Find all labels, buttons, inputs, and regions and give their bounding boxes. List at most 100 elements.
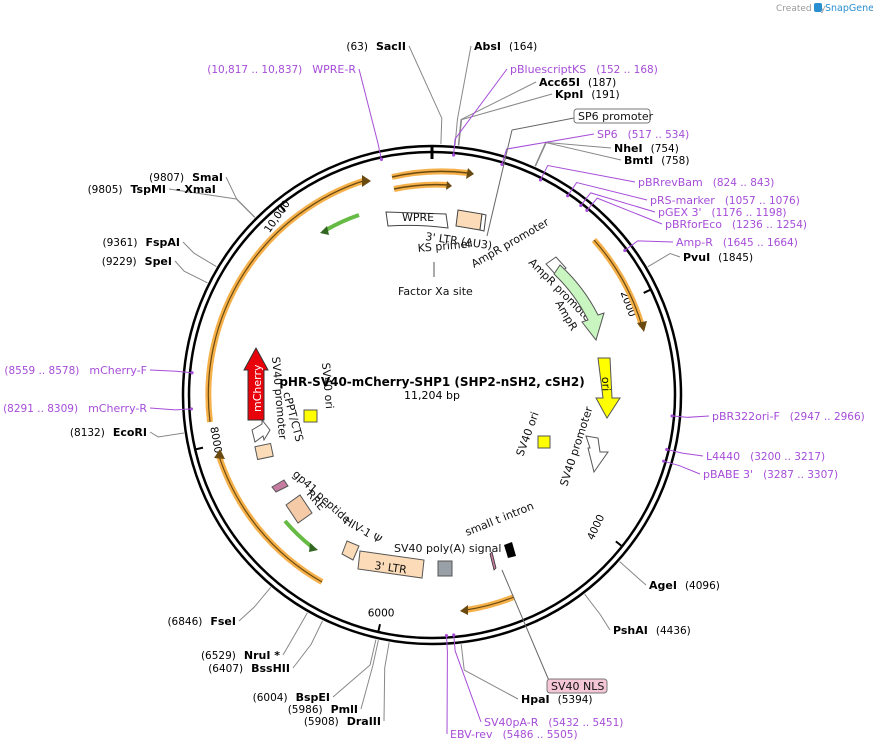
enzyme-site: PshAI(4436): [613, 624, 691, 637]
enzyme-site: TspMI(9805): [88, 183, 166, 196]
primer-site: L4440 (3200 .. 3217): [706, 450, 825, 463]
primer-leader-line: [672, 415, 710, 418]
primer-name: L4440: [706, 450, 740, 463]
enzyme-position: (9805): [88, 184, 123, 196]
enzyme-leader-line: [282, 612, 308, 656]
enzyme-site: BspEI (6004): [253, 691, 330, 704]
primer-site: SV40pA-R(5432 .. 5451): [484, 716, 623, 729]
enzyme-site: HpaI(5394): [521, 693, 593, 706]
enzyme-name: PshAI: [613, 624, 648, 637]
primer-range: (5486 .. 5505): [503, 729, 578, 741]
plasmid-name: pHR-SV40-mCherry-SHP1 (SHP2-nSH2, cSH2): [279, 375, 584, 389]
enzyme-position: (8132): [70, 427, 105, 439]
primer-leader-line: [149, 369, 193, 374]
brand-label: SnapGene: [825, 3, 873, 14]
primer-range: (2947 .. 2966): [790, 411, 865, 423]
sv40-ori-right-feature: [537, 435, 551, 449]
primer-name: pRS-marker: [650, 194, 715, 207]
enzyme-leader-line: [454, 45, 472, 146]
enzyme-site: NruI *(6529): [201, 649, 280, 662]
primer-range: (1236 .. 1254): [732, 219, 807, 231]
primer-site: EBV-rev (5486 .. 5505): [450, 728, 578, 741]
enzyme-site: Acc65I(187): [539, 76, 616, 89]
cppt-feature: [254, 442, 274, 461]
enzyme-leader-line: [584, 593, 611, 631]
primer-site-mark: [665, 447, 669, 452]
enzyme-position: (63): [346, 41, 368, 53]
ori-label: ori: [599, 377, 612, 392]
enzyme-name: KpnI: [555, 88, 583, 101]
small-t-intron-label: small t intron: [463, 499, 536, 538]
primer-name: Amp-R: [676, 236, 713, 249]
enzyme-name: PmlI: [331, 703, 358, 716]
enzyme-position: (6529): [201, 650, 236, 662]
primer-site-mark: [585, 208, 589, 212]
enzyme-leader-line: [383, 642, 390, 722]
sv40-ori-left-feature: [303, 409, 318, 423]
sv40-polya-feature: [437, 560, 453, 577]
enzyme-position: (6407): [208, 663, 243, 675]
enzyme-leader-line: [292, 620, 323, 669]
sv40-promoter-left-arrow: [251, 418, 271, 443]
primer-name: EBV-rev: [450, 728, 493, 741]
primer-site: pBR322ori-F(2947 .. 2966): [712, 410, 865, 423]
orf-arc-bottom-head: [460, 605, 468, 615]
tick-label: 6000: [368, 608, 395, 620]
enzyme-site: EcoRI(8132): [70, 426, 147, 439]
enzyme-leader-line: [460, 644, 519, 700]
polya-small-mark: [489, 551, 497, 571]
tick-mark: [615, 540, 624, 548]
enzyme-position: (6004): [253, 692, 288, 704]
green-arrow-top-head: [320, 226, 329, 235]
primer-site: WPRE-R(10,817 .. 10,837): [207, 63, 356, 76]
primer-leader-line: [663, 460, 701, 475]
sv40-ori-left-label: SV40 ori: [319, 362, 336, 409]
primer-name: pBRforEco: [665, 218, 722, 231]
tick-mark: [377, 623, 381, 634]
backbone-outer-ring: [181, 144, 683, 646]
primer-site-mark: [452, 633, 456, 637]
primer-site: SP6(517 .. 534): [597, 128, 689, 141]
enzyme-position: (5908): [304, 716, 339, 728]
enzyme-name: SmaI: [192, 171, 223, 184]
plasmid-length: 11,204 bp: [404, 389, 460, 402]
enzyme-name: SpeI: [145, 255, 172, 268]
primer-site-mark: [662, 459, 666, 463]
primer-range: (3200 .. 3217): [750, 451, 825, 463]
primer-leader-line: [540, 164, 636, 183]
primer-site: pBRforEco (1236 .. 1254): [665, 218, 807, 231]
orf-arc-left-lower-core: [218, 455, 323, 583]
ltr3-du3-tail: [479, 213, 487, 232]
enzyme-name: BspEI: [296, 691, 330, 704]
enzyme-site: SacII (63): [346, 40, 406, 53]
ks-primer-label: KS primer: [417, 237, 473, 255]
primer-site: pBRrevBam(824 .. 843): [638, 176, 774, 189]
primer-leader-line: [624, 240, 674, 251]
enzyme-site: - XmaI: [176, 183, 216, 196]
primer-site: pGEX 3'(1176 .. 1198): [658, 206, 787, 219]
primer-name: mCherry-R: [88, 402, 147, 415]
ltr3-label: 3' LTR: [374, 559, 408, 576]
enzyme-leader-line: [457, 81, 537, 146]
primer-leader-line: [445, 635, 448, 735]
enzyme-position: (6846): [167, 616, 202, 628]
primer-name: pBRrevBam: [638, 176, 703, 189]
green-arrow-bottom: [283, 519, 314, 549]
sp6-promoter-leader-2: [511, 117, 575, 131]
primer-name: pBluescriptKS: [510, 63, 586, 76]
orf-arc-left-upper-core: [207, 179, 367, 423]
rre-feature: [285, 494, 313, 524]
ltr3-feature: [357, 550, 425, 579]
sp6-promoter-leader: [486, 129, 513, 237]
primer-leader-line: [453, 68, 508, 156]
enzyme-name: SacII: [376, 40, 406, 53]
tick-label: 4000: [585, 513, 607, 542]
enzyme-name: HpaI: [521, 693, 550, 706]
enzyme-name: FspAI: [145, 236, 180, 249]
gp41-feature: [271, 479, 289, 493]
orf-arcs: [205, 168, 647, 615]
enzyme-site: PmlI(5986): [288, 703, 358, 716]
enzyme-position: (754): [651, 143, 679, 155]
primer-site-mark: [623, 248, 627, 253]
primer-name: pGEX 3': [658, 206, 702, 219]
